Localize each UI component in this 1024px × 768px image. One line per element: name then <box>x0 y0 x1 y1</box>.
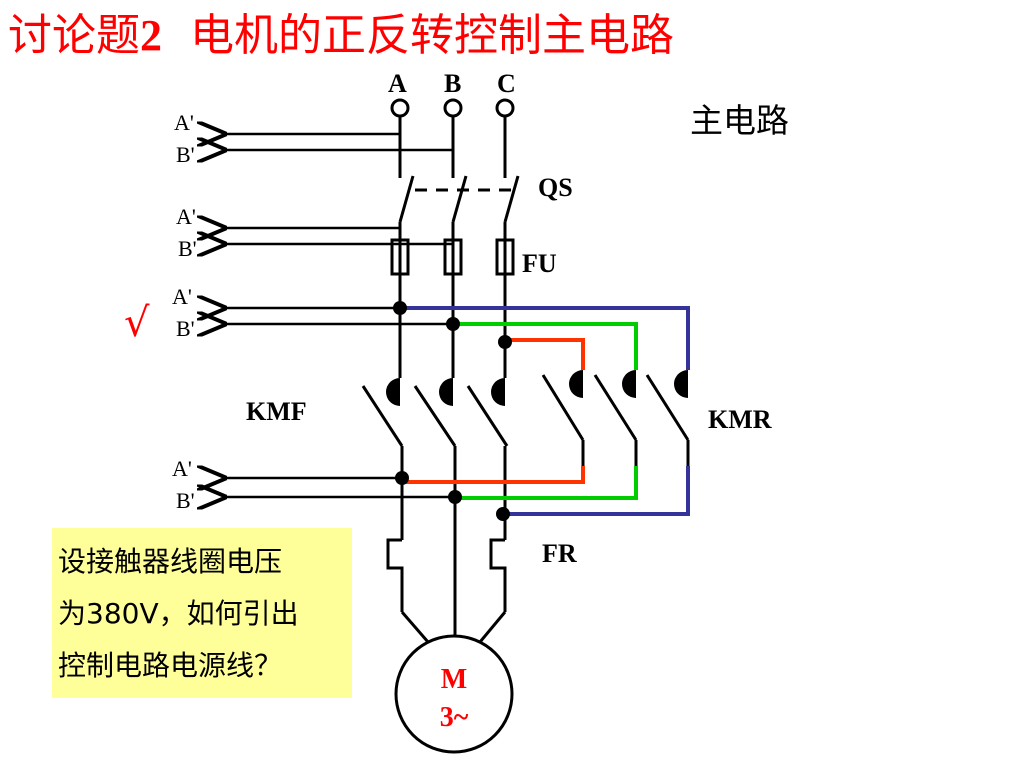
kmr-wiring <box>400 306 690 516</box>
phase-label-a: A <box>388 69 407 98</box>
fr-label: FR <box>542 539 577 568</box>
motor-symbol: M <box>441 664 467 695</box>
tap2-b-label: B' <box>178 236 197 261</box>
terminal-b <box>443 98 463 118</box>
tap4-b-label: B' <box>176 488 195 513</box>
motor-circle <box>394 634 514 754</box>
tap1-a-label: A' <box>174 110 194 135</box>
title-prefix: 讨论题 <box>8 10 140 61</box>
kmr-contacts <box>569 370 688 398</box>
question-line-2: 为380V，如何引出 <box>58 597 299 630</box>
tap3-a-label: A' <box>172 284 192 309</box>
phase-terminals <box>390 98 515 118</box>
tap2-a-label: A' <box>176 204 196 229</box>
check-mark: √ <box>124 300 150 346</box>
question-line-3: 控制电路电源线？ <box>58 649 283 682</box>
tap1-b-label: B' <box>176 142 195 167</box>
title-number: 2 <box>140 11 162 60</box>
title-text: 电机的正反转控制主电路 <box>189 10 674 61</box>
question-box: 设接触器线圈电压 为380V，如何引出 控制电路电源线？ <box>52 528 352 698</box>
question-line-1: 设接触器线圈电压 <box>58 545 283 578</box>
terminal-a <box>390 98 410 118</box>
page-title: 讨论题2 电机的正反转控制主电路 <box>8 4 674 68</box>
phase-label-b: B <box>444 69 461 98</box>
terminal-c <box>495 98 515 118</box>
kmr-label: KMR <box>708 405 772 434</box>
main-wires <box>361 116 690 643</box>
tap-arrows <box>222 134 455 497</box>
kmf-label: KMF <box>246 397 307 426</box>
kmf-contacts <box>386 378 505 406</box>
qs-label: QS <box>538 173 573 202</box>
tap4-a-label: A' <box>172 456 192 481</box>
motor-phase: 3~ <box>440 702 469 733</box>
circuit-label: 主电路 <box>690 101 789 140</box>
tap3-b-label: B' <box>176 316 195 341</box>
phase-label-c: C <box>497 69 516 98</box>
fu-label: FU <box>522 249 557 278</box>
